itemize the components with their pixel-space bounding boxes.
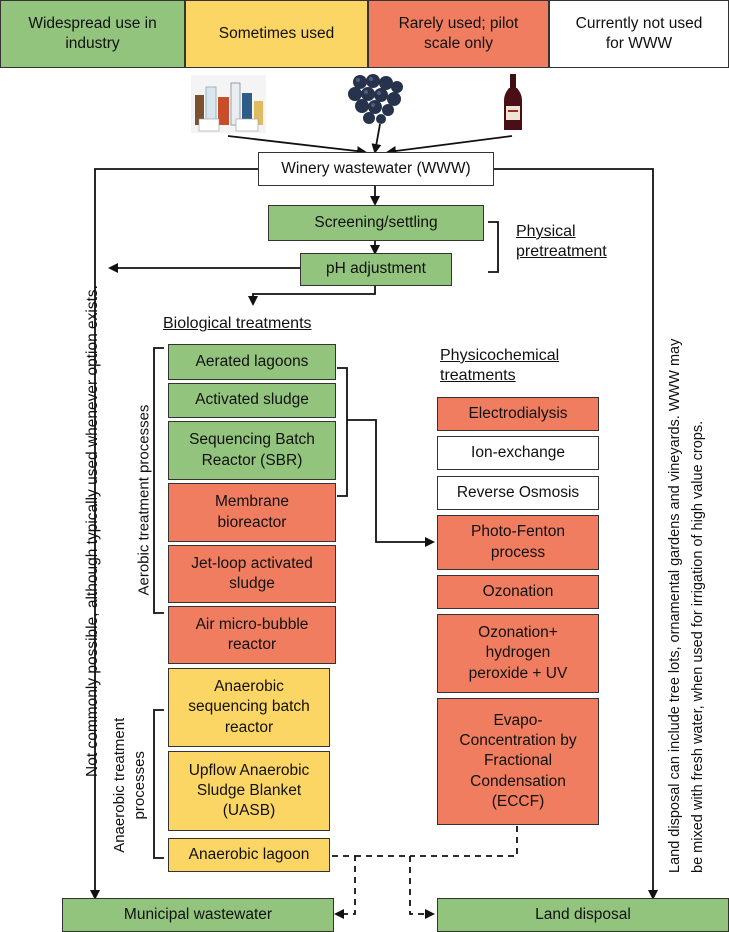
electrodialysis-box: Electrodialysis <box>437 397 599 431</box>
bracket-aerobic-right <box>337 367 348 497</box>
activated-sludge-box: Activated sludge <box>168 383 336 418</box>
ozonation-box: Ozonation <box>437 575 599 609</box>
bracket-anaerobic <box>153 709 164 859</box>
right-side-note-line2: be mixed with fresh water, when used for… <box>690 420 706 873</box>
right-side-note-line1: Land disposal can include tree lots, orn… <box>667 338 683 873</box>
legend-not-used: Currently not used for WWW <box>549 0 729 68</box>
dashed-arrow-to-municipal <box>332 855 356 919</box>
winery-wastewater-box: Winery wastewater (WWW) <box>258 152 494 186</box>
wine-bottle-photo <box>500 74 526 132</box>
sbr-box: Sequencing Batch Reactor (SBR) <box>168 421 336 480</box>
ion-exchange-box: Ion-exchange <box>437 436 599 470</box>
ozonation-h2o2-uv-box: Ozonation+ hydrogen peroxide + UV <box>437 614 599 693</box>
dashed-line-physicochemical <box>410 826 518 857</box>
aerobic-processes-label: Aerobic treatment processes <box>135 404 153 596</box>
anaerobic-lagoon-box: Anaerobic lagoon <box>168 838 330 872</box>
chemical-bottles-photo <box>191 75 266 133</box>
arrow-www-to-land <box>494 168 658 900</box>
bracket-pretreatment <box>488 221 499 273</box>
jet-loop-box: Jet-loop activated sludge <box>168 545 336 603</box>
arrow-biological-to-physicochemical <box>347 419 435 547</box>
physical-pretreatment-label: Physical pretreatment <box>516 223 607 260</box>
arrow-ph-to-biological <box>248 286 376 306</box>
legend-sometimes-used: Sometimes used <box>185 0 368 68</box>
arrow-www-to-municipal <box>90 168 258 900</box>
reverse-osmosis-box: Reverse Osmosis <box>437 476 599 510</box>
aerated-lagoons-box: Aerated lagoons <box>168 344 336 380</box>
photo-fenton-box: Photo-Fenton process <box>437 515 599 570</box>
arrow-wine-to-www <box>386 135 513 156</box>
biological-treatments-title: Biological treatments <box>163 315 312 332</box>
legend-widespread-use: Widespread use in industry <box>0 0 185 68</box>
arrow-grapes-to-www <box>371 123 382 154</box>
uasb-box: Upflow Anaerobic Sludge Blanket (UASB) <box>168 751 330 831</box>
land-disposal-box: Land disposal <box>437 898 729 932</box>
screening-settling-box: Screening/settling <box>268 205 484 241</box>
legend-rarely-used: Rarely used; pilot scale only <box>368 0 549 68</box>
anaerobic-sbr-box: Anaerobic sequencing batch reactor <box>168 668 330 747</box>
dashed-arrow-to-land <box>355 855 435 919</box>
anaerobic-processes-label: Anaerobic treatment processes <box>110 717 148 853</box>
bracket-aerobic <box>153 347 164 614</box>
arrow-chemicals-to-www <box>227 135 367 157</box>
membrane-bioreactor-box: Membrane bioreactor <box>168 483 336 542</box>
grapes-photo <box>346 72 408 126</box>
municipal-wastewater-box: Municipal wastewater <box>62 898 334 932</box>
left-side-note: Not commonly possible, although typicall… <box>84 285 101 777</box>
eccf-box: Evapo- Concentration by Fractional Conde… <box>437 698 599 825</box>
ph-adjustment-box: pH adjustment <box>300 253 452 286</box>
physicochemical-treatments-title: Physicochemical treatments <box>440 347 560 384</box>
air-micro-bubble-box: Air micro-bubble reactor <box>168 606 336 664</box>
